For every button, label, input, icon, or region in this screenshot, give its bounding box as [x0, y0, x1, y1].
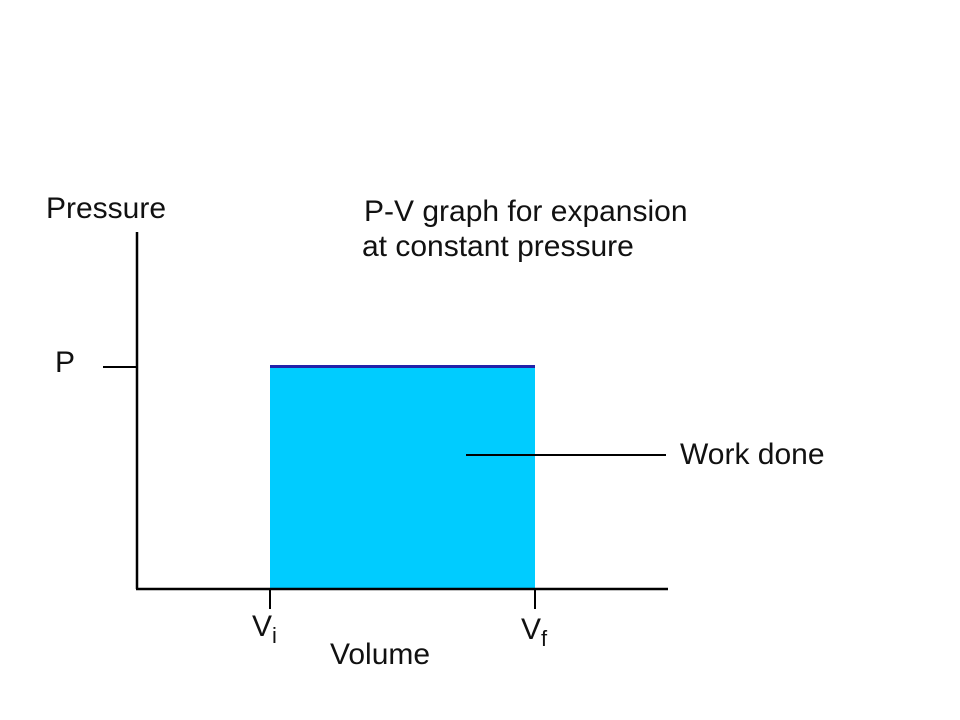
y-axis-label: Pressure: [46, 192, 166, 225]
vi-base: V: [252, 610, 272, 643]
y-tick-label-p: P: [55, 346, 75, 379]
vf-subscript: f: [541, 626, 548, 651]
x-tick-label-vf: Vf: [521, 613, 548, 651]
x-tick-label-vi: Vi: [252, 610, 277, 648]
vf-base: V: [521, 613, 541, 646]
x-axis-label: Volume: [330, 638, 430, 671]
vi-subscript: i: [272, 623, 277, 648]
title-line-1: P-V graph for expansion: [364, 195, 688, 228]
title-line-2: at constant pressure: [362, 230, 634, 263]
work-area: [270, 366, 535, 589]
work-done-label: Work done: [680, 438, 825, 471]
